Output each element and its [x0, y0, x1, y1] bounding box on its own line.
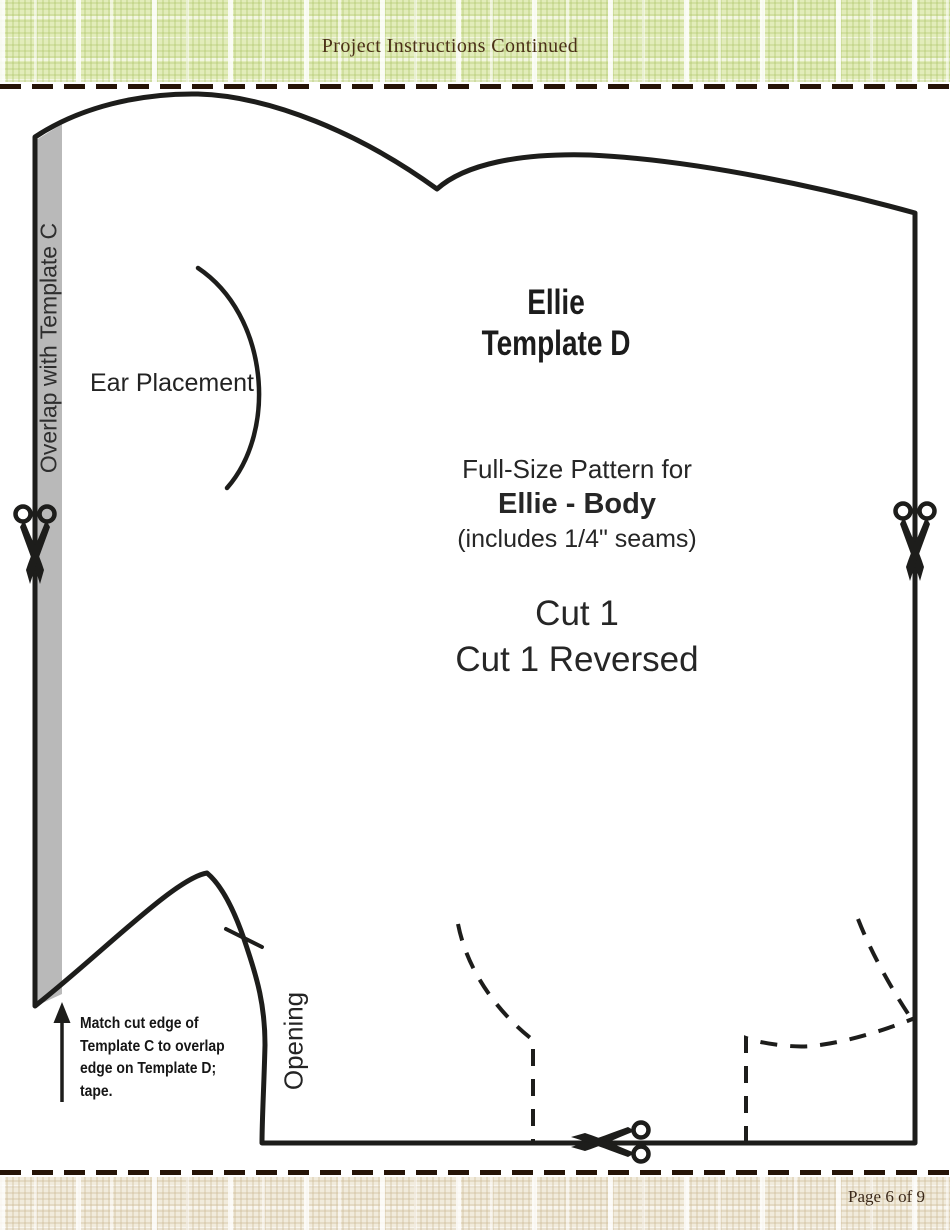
template-title-line2: Template D — [481, 324, 631, 363]
footer-band — [0, 1177, 950, 1230]
subtitle-line2: Ellie - Body — [498, 488, 656, 520]
overlap-strip-label: Overlap with Template C — [35, 222, 62, 474]
cut-line2: Cut 1 Reversed — [455, 640, 699, 679]
front-leg-dashed-line — [456, 923, 535, 1143]
top-cut-dashed-line — [0, 84, 950, 89]
opening-label: Opening — [278, 991, 309, 1091]
ear-placement-label: Ear Placement — [90, 369, 254, 397]
page-title: Project Instructions Continued — [321, 35, 579, 57]
template-title-line1: Ellie — [527, 283, 585, 322]
hind-leg-upper-dashed-line — [856, 918, 915, 1023]
match-edge-note: Match cut edge of Template C to overlap … — [80, 1015, 225, 1100]
header-band — [0, 0, 950, 82]
leg-notch-mark — [224, 927, 264, 949]
subtitle-line3: (includes 1/4" seams) — [457, 525, 697, 553]
overlap-strip — [36, 124, 62, 1006]
pattern-subtitle: Full-Size Pattern for Ellie - Body (incl… — [427, 452, 727, 556]
subtitle-line1: Full-Size Pattern for — [462, 454, 692, 484]
arrow-up-icon — [53, 1002, 71, 1102]
page-number: Page 6 of 9 — [848, 1187, 925, 1206]
cut-line1: Cut 1 — [535, 594, 619, 633]
hind-leg-dashed-line — [744, 1016, 916, 1143]
body-outline — [32, 91, 918, 1146]
template-title: Ellie Template D — [406, 282, 706, 364]
bottom-cut-dashed-line — [0, 1170, 950, 1175]
ear-placement-arc — [195, 265, 262, 491]
cutting-instructions: Cut 1 Cut 1 Reversed — [402, 591, 752, 683]
